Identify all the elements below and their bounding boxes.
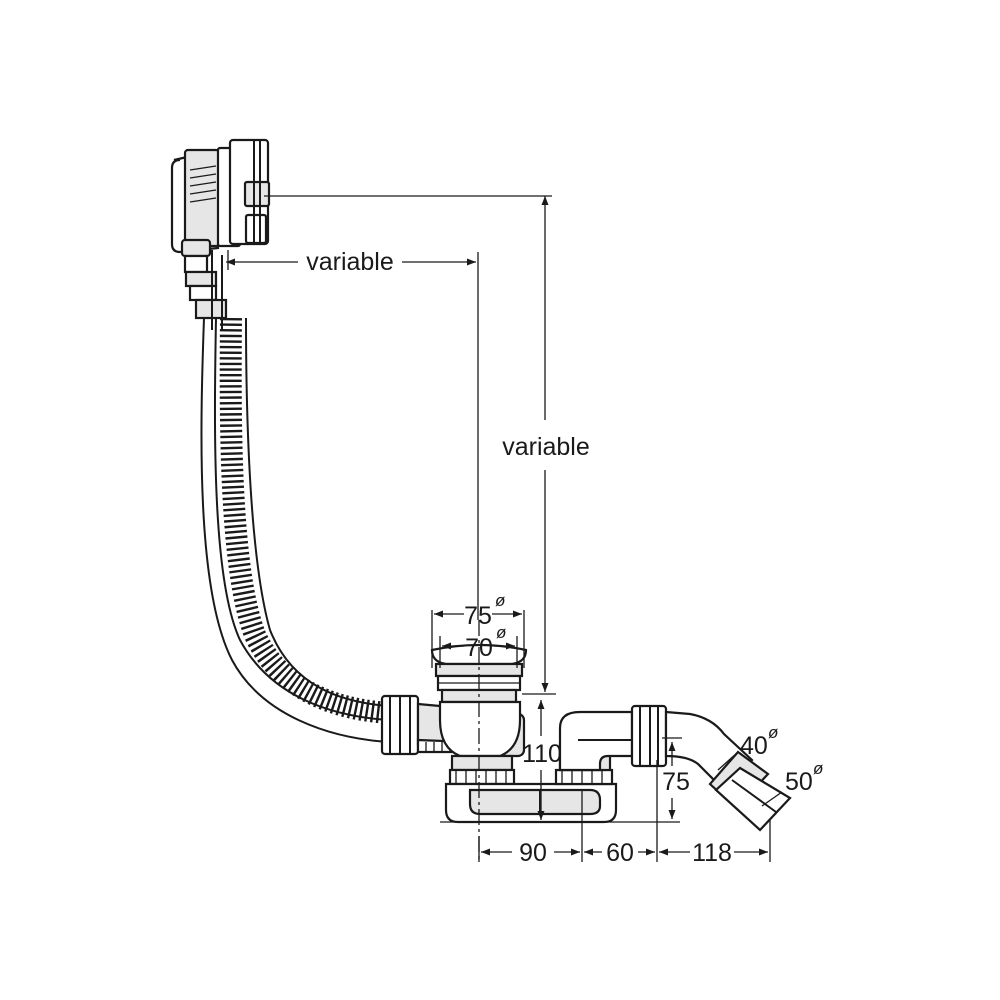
- height-110-label: 110: [522, 740, 562, 768]
- overflow-head: [170, 138, 271, 330]
- height-75-label: 75: [662, 768, 690, 796]
- offset-90-label: 90: [519, 839, 547, 867]
- diameter-75-symbol: ø: [495, 591, 505, 610]
- outlet-elbow: [558, 704, 792, 832]
- offset-118-label: 118: [692, 839, 732, 867]
- diameter-50-symbol: ø: [813, 759, 823, 778]
- diameter-40-label: 40: [740, 732, 768, 760]
- diameter-50-label: 50: [785, 768, 813, 796]
- diameter-75-label: 75: [464, 602, 492, 630]
- vertical-variable-label: variable: [502, 433, 590, 461]
- diameter-70-symbol: ø: [496, 623, 506, 642]
- diameter-40-symbol: ø: [768, 723, 778, 742]
- diameter-70-label: 70: [465, 634, 493, 662]
- overflow-hose: [200, 317, 389, 743]
- dimension-lines: [226, 195, 783, 862]
- horizontal-variable-label: variable: [306, 248, 394, 276]
- offset-60-label: 60: [606, 839, 634, 867]
